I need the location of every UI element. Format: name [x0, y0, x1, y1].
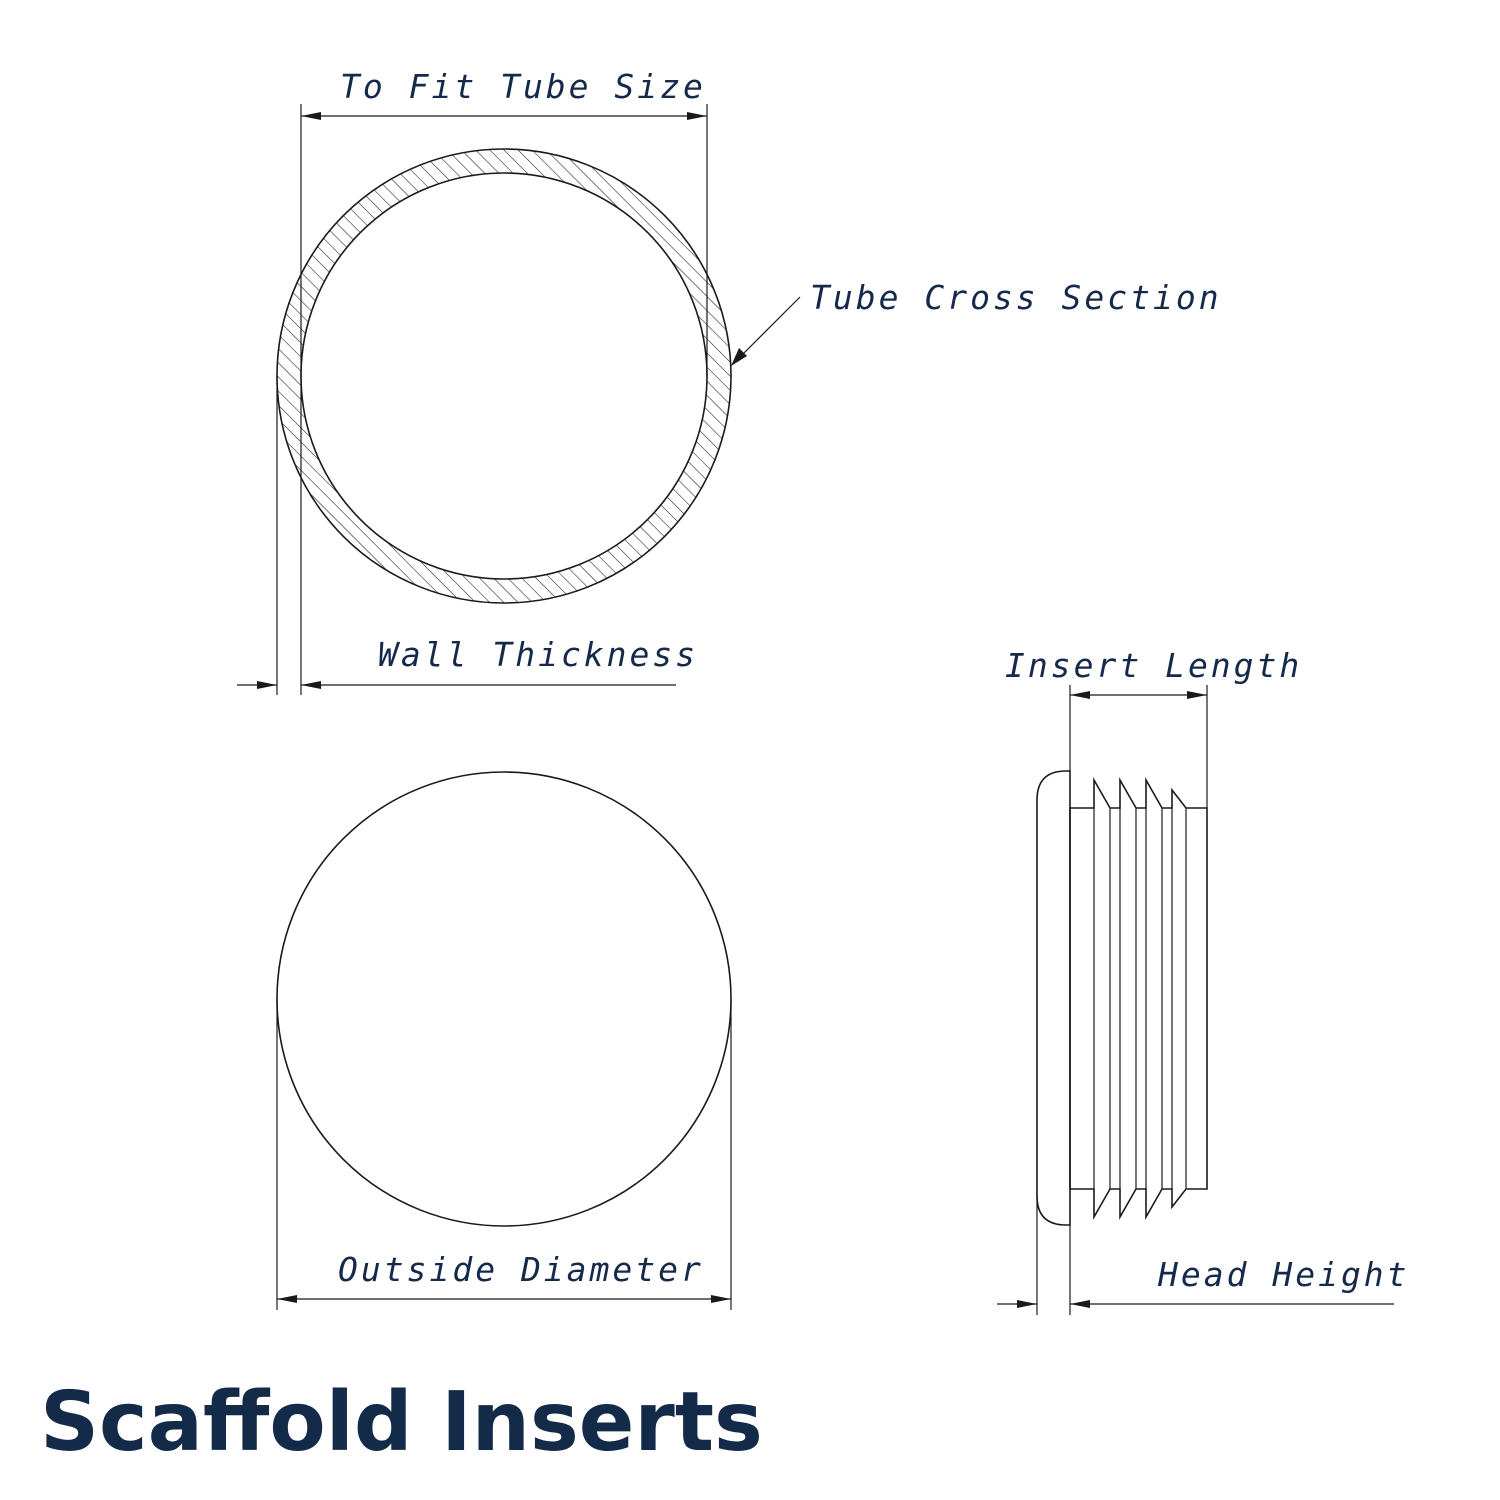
- insert-head: [1036, 770, 1071, 1226]
- tube-inner-circle: [300, 172, 708, 580]
- tube-wall-hatch: [276, 148, 731, 604]
- page-title: Scaffold Inserts: [40, 1375, 763, 1470]
- tube-size-dimension: [300, 104, 708, 376]
- wall-thickness-label: Wall Thickness: [378, 635, 698, 674]
- tube-size-label: To Fit Tube Size: [340, 67, 706, 106]
- insert-length-dimension: [1069, 685, 1208, 808]
- insert-body: [1069, 776, 1208, 1221]
- head-height-label: Head Height: [1157, 1255, 1410, 1294]
- outside-diameter-dimension: [276, 999, 732, 1310]
- insert-length-label: Insert Length: [1005, 646, 1302, 685]
- head-height-dimension: [997, 1196, 1394, 1315]
- tube-cross-section-label: Tube Cross Section: [810, 278, 1222, 317]
- outside-diameter-label: Outside Diameter: [338, 1250, 704, 1289]
- insert-side-view: [1036, 770, 1208, 1226]
- tube-cross-section-view: [276, 148, 732, 604]
- wall-thickness-dimension: [237, 376, 676, 695]
- insert-front-view: [276, 771, 732, 1227]
- tube-cross-section-leader: [731, 296, 801, 366]
- insert-outer-circle: [276, 771, 732, 1227]
